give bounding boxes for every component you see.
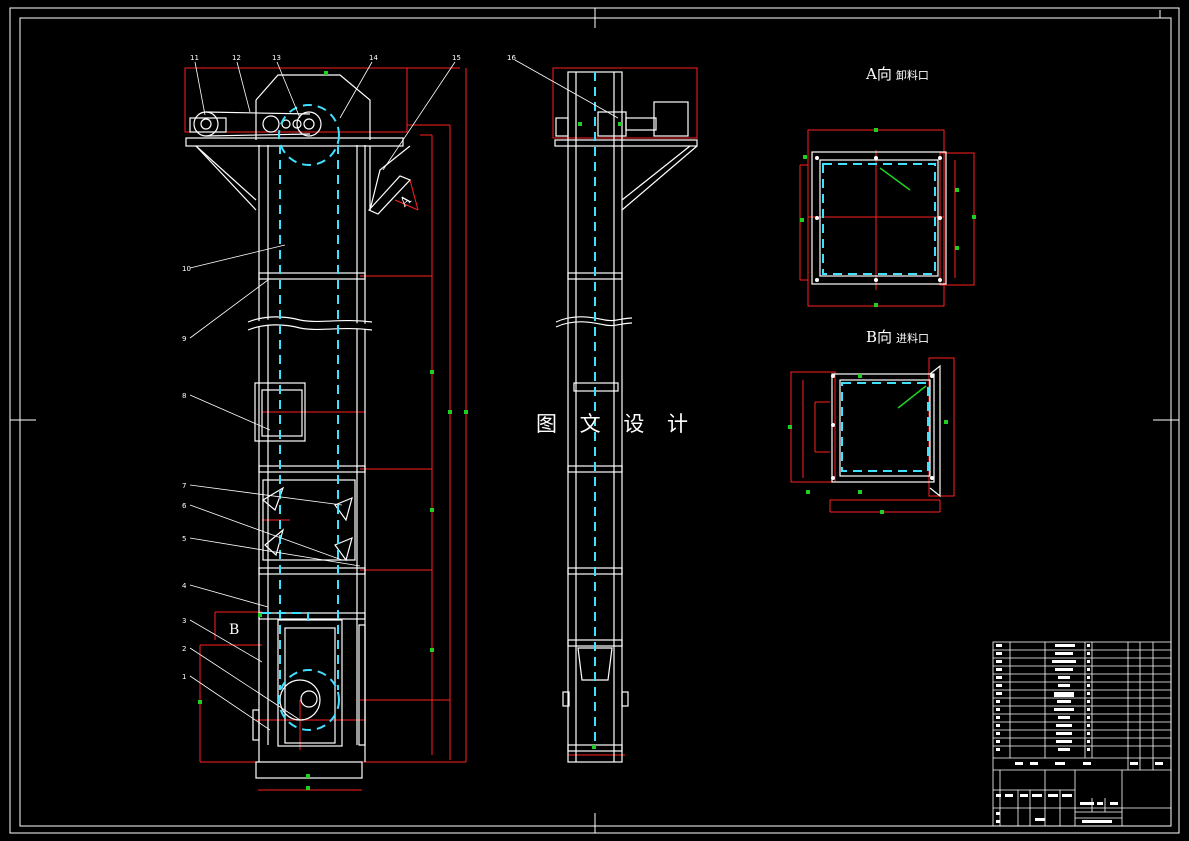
svg-text:6: 6 xyxy=(182,502,187,510)
view-b-detail xyxy=(788,357,955,514)
view-a-detail xyxy=(799,128,976,307)
svg-text:16: 16 xyxy=(507,54,516,62)
svg-text:13: 13 xyxy=(272,54,281,62)
svg-text:5: 5 xyxy=(182,535,186,543)
svg-text:2: 2 xyxy=(182,645,186,653)
svg-text:11: 11 xyxy=(190,54,199,62)
side-view: 16 xyxy=(507,54,698,763)
watermark-text: 图 文 设 计 xyxy=(536,412,697,436)
front-view: 11 12 13 14 15 10 9 8 7 6 5 4 3 2 1 xyxy=(182,54,468,791)
centering-marks xyxy=(10,8,1179,833)
view-b-subtitle: 进料口 xyxy=(896,332,930,345)
svg-text:4: 4 xyxy=(182,582,187,590)
title-block-text-marks xyxy=(996,644,1163,823)
svg-text:12: 12 xyxy=(232,54,241,62)
svg-text:1: 1 xyxy=(182,673,186,681)
section-mark-b: B xyxy=(229,622,240,638)
svg-text:10: 10 xyxy=(182,265,191,273)
view-a-title: A向卸料口 xyxy=(866,65,929,83)
svg-text:8: 8 xyxy=(182,392,186,400)
svg-text:15: 15 xyxy=(452,54,461,62)
svg-text:7: 7 xyxy=(182,482,186,490)
svg-text:3: 3 xyxy=(182,617,186,625)
svg-text:14: 14 xyxy=(369,54,378,62)
svg-text:9: 9 xyxy=(182,335,186,343)
view-a-subtitle: 卸料口 xyxy=(895,69,929,82)
view-b-title: B向进料口 xyxy=(866,328,930,346)
title-block xyxy=(992,641,1172,827)
